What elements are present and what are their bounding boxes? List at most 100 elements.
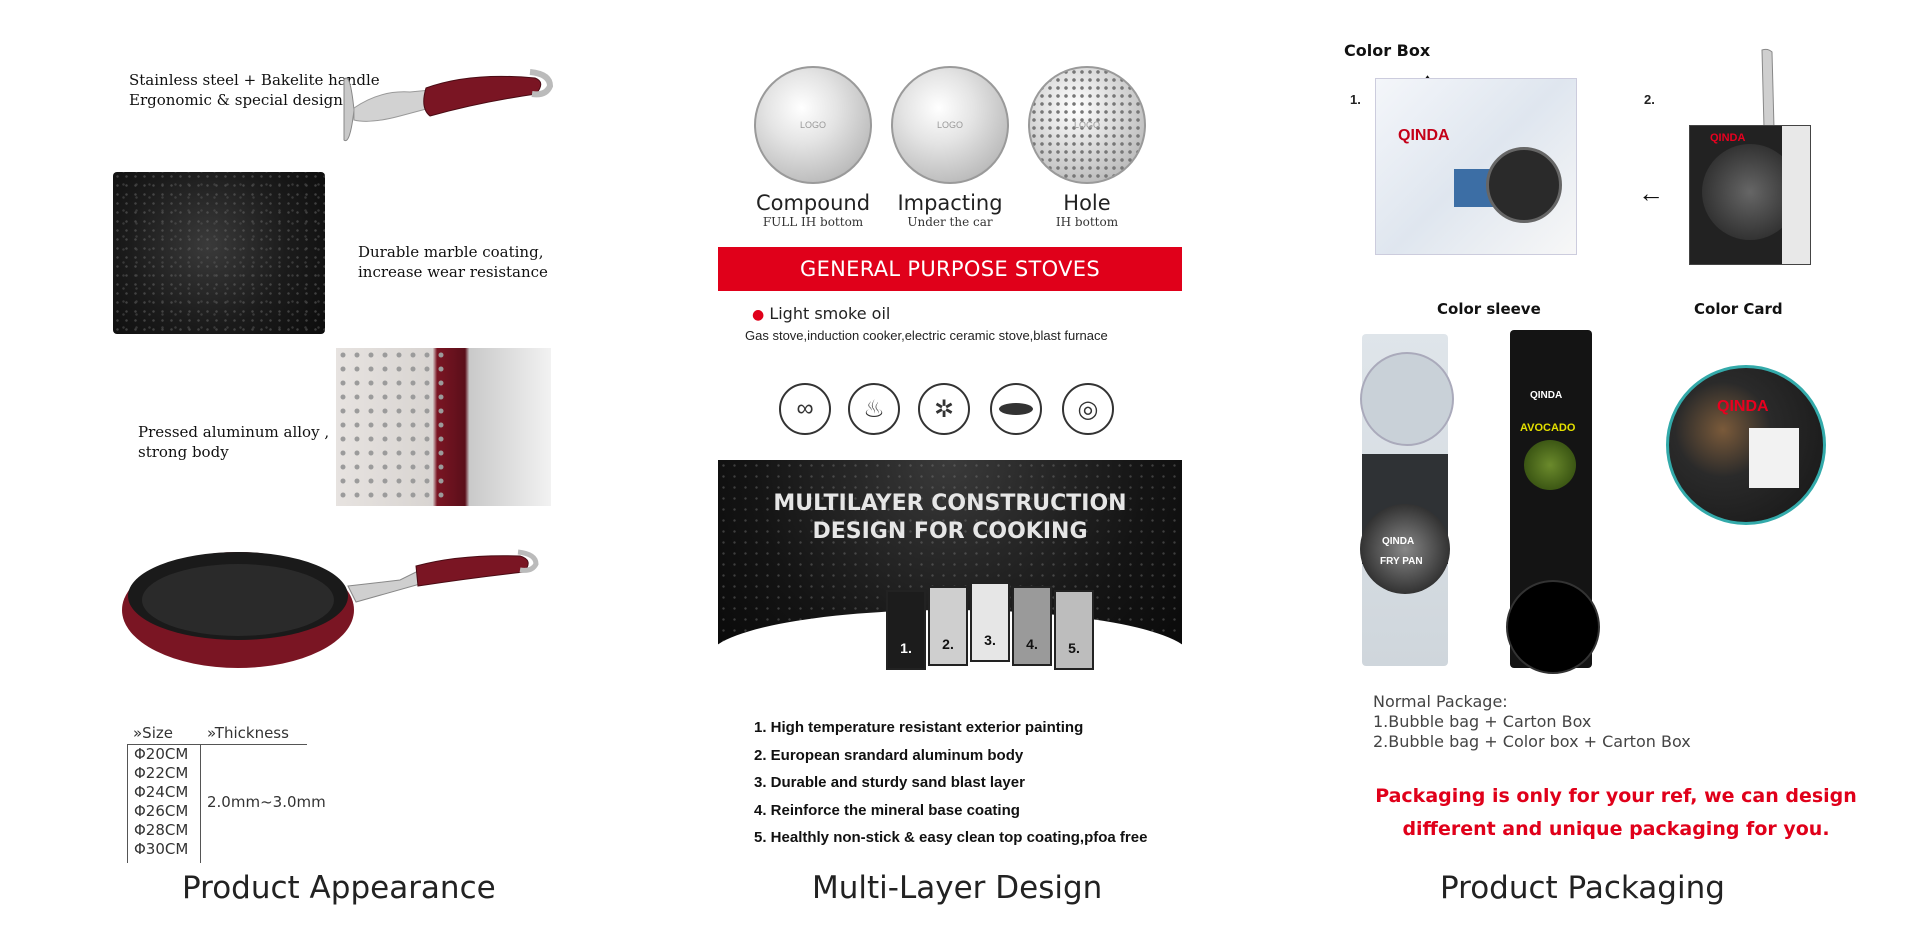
layer-item: 2. European srandard aluminum body	[754, 746, 1024, 764]
gas-burner-icon: ✲	[918, 383, 970, 435]
rivet-detail-image	[336, 348, 551, 506]
size-header: »Size	[133, 724, 173, 742]
packaging-note-line-1: Packaging is only for your ref, we can d…	[1375, 785, 1857, 807]
oil-text: Light smoke oil	[769, 304, 891, 323]
ceramic-hob-icon: ◎	[1062, 383, 1114, 435]
size-row: Φ28CM	[134, 821, 189, 839]
thickness-header: »Thickness	[207, 724, 289, 742]
construction-title: MULTILAYER CONSTRUCTION DESIGN FOR COOKI…	[718, 490, 1182, 546]
appearance-title: Product Appearance	[182, 870, 496, 906]
thickness-value: 2.0mm~3.0mm	[207, 793, 326, 811]
sleeve-dark-circle	[1506, 580, 1600, 674]
handle-image	[343, 69, 554, 142]
layer-list: 1. High temperature resistant exterior p…	[754, 714, 1147, 852]
bottom-sub: Under the car	[907, 215, 993, 229]
size-table-header: »Size »Thickness	[127, 722, 307, 745]
packaging-note: Packaging is only for your ref, we can d…	[1366, 780, 1866, 846]
avocado-image	[1524, 440, 1576, 490]
layer-item: 3. Durable and sturdy sand blast layer	[754, 774, 1025, 791]
box-brand: QINDA	[1398, 127, 1450, 144]
layer-4: 4.	[1012, 586, 1052, 666]
bottom-name: Hole	[1063, 191, 1111, 215]
disc-logo: LOGO	[799, 120, 826, 130]
body-text: Pressed aluminum alloy , strong body	[138, 422, 329, 462]
body-text-line-1: Pressed aluminum alloy ,	[138, 423, 330, 441]
card-label-area	[1749, 428, 1799, 488]
color-sleeve-dark-image: QINDA AVOCADO	[1506, 330, 1600, 674]
thickness-cell: 2.0mm~3.0mm	[200, 745, 326, 863]
layer-item: 5. Healthly non-stick & easy clean top c…	[754, 829, 1148, 846]
size-row: Φ24CM	[134, 783, 189, 801]
package-option-2: 2.Bubble bag + Color box + Carton Box	[1373, 732, 1691, 751]
bullet-icon: ●	[752, 307, 765, 323]
handle-text: Stainless steel + Bakelite handle Ergono…	[129, 70, 380, 110]
arrow-left-icon: ←	[1638, 178, 1664, 208]
sleeve-brand-2: QINDA	[1530, 390, 1563, 401]
sleeve-top-circle	[1360, 352, 1454, 446]
hole-bottom-image: LOGO	[1028, 66, 1146, 184]
color-card-box-image: QINDA	[1689, 125, 1811, 265]
package-option-1: 1.Bubble bag + Carton Box	[1373, 712, 1592, 731]
frying-pan-image	[122, 549, 539, 668]
option-number-1: 1.	[1350, 92, 1361, 107]
bottom-name: Impacting	[897, 191, 1003, 215]
construction-line-2: DESIGN FOR COOKING	[812, 519, 1088, 544]
size-row: Φ30CM	[134, 840, 189, 858]
layer-1: 1.	[886, 590, 926, 670]
disc-logo: LOGO	[1073, 120, 1100, 130]
construction-line-1: MULTILAYER CONSTRUCTION	[773, 491, 1127, 516]
color-sleeve-light-image: QINDA FRY PAN	[1360, 334, 1454, 666]
option-number-2: 2.	[1644, 92, 1655, 107]
size-table-body: Φ20CM Φ22CM Φ24CM Φ26CM Φ28CM Φ30CM 2.0m…	[127, 745, 326, 863]
multilayer-construction-image: MULTILAYER CONSTRUCTION DESIGN FOR COOKI…	[718, 460, 1182, 700]
card-box-brand: QINDA	[1710, 132, 1746, 144]
marble-coating-image	[113, 172, 325, 334]
induction-coil-icon: ∞	[779, 383, 831, 435]
impacting-label: Impacting Under the car	[880, 191, 1020, 229]
packaging-note-line-2: different and unique packaging for you.	[1402, 818, 1830, 840]
coating-text: Durable marble coating, increase wear re…	[358, 242, 548, 282]
sleeve-bottom-circle	[1360, 504, 1450, 594]
oil-line: ● Light smoke oil	[752, 304, 890, 323]
gas-flame-icon: ♨	[848, 383, 900, 435]
layer-5: 5.	[1054, 590, 1094, 670]
color-box-image: QINDA	[1375, 78, 1577, 255]
size-table: »Size »Thickness Φ20CM Φ22CM Φ24CM Φ26CM…	[127, 722, 326, 863]
disc-logo: LOGO	[936, 120, 963, 130]
layer-2: 2.	[928, 586, 968, 666]
sleeve-fry-text: FRY PAN	[1380, 556, 1423, 567]
packaging-title: Product Packaging	[1440, 870, 1725, 906]
stoves-banner: GENERAL PURPOSE STOVES	[718, 247, 1182, 291]
layer-item: 4. Reinforce the mineral base coating	[754, 801, 1020, 819]
sleeve-avocado-text: AVOCADO	[1520, 422, 1576, 434]
color-card-label: Color Card	[1694, 300, 1783, 318]
coating-text-line-1: Durable marble coating,	[358, 243, 544, 261]
plate-shape	[999, 403, 1033, 415]
layer-3: 3.	[970, 582, 1010, 662]
coating-text-line-2: increase wear resistance	[358, 263, 548, 281]
size-row: Φ26CM	[134, 802, 189, 820]
pan-handle-image	[1761, 48, 1775, 129]
bottom-sub: IH bottom	[1055, 215, 1119, 229]
compound-bottom-image: LOGO	[754, 66, 872, 184]
color-box-label: Color Box	[1344, 41, 1431, 60]
size-row: Φ20CM	[134, 745, 189, 763]
hole-label: Hole IH bottom	[1017, 191, 1157, 229]
color-card-image: QINDA	[1666, 365, 1826, 525]
sleeve-brand-1: QINDA	[1382, 536, 1415, 547]
impacting-bottom-image: LOGO	[891, 66, 1009, 184]
size-row: Φ22CM	[134, 764, 189, 782]
bottom-name: Compound	[755, 191, 871, 215]
card-brand: QINDA	[1717, 398, 1769, 415]
electric-plate-icon	[990, 383, 1042, 435]
handle-text-line-1: Stainless steel + Bakelite handle	[129, 71, 380, 89]
handle-text-line-2: Ergonomic & special design	[129, 91, 343, 109]
color-sleeve-label: Color sleeve	[1437, 300, 1541, 318]
bottom-sub: FULL IH bottom	[762, 215, 864, 229]
normal-package-notes: Normal Package: 1.Bubble bag + Carton Bo…	[1373, 692, 1691, 752]
compound-label: Compound FULL IH bottom	[743, 191, 883, 229]
stoves-text: Gas stove,induction cooker,electric cera…	[745, 328, 1108, 343]
normal-package-heading: Normal Package:	[1373, 692, 1508, 711]
body-text-line-2: strong body	[138, 443, 229, 461]
multilayer-title: Multi-Layer Design	[812, 870, 1103, 906]
